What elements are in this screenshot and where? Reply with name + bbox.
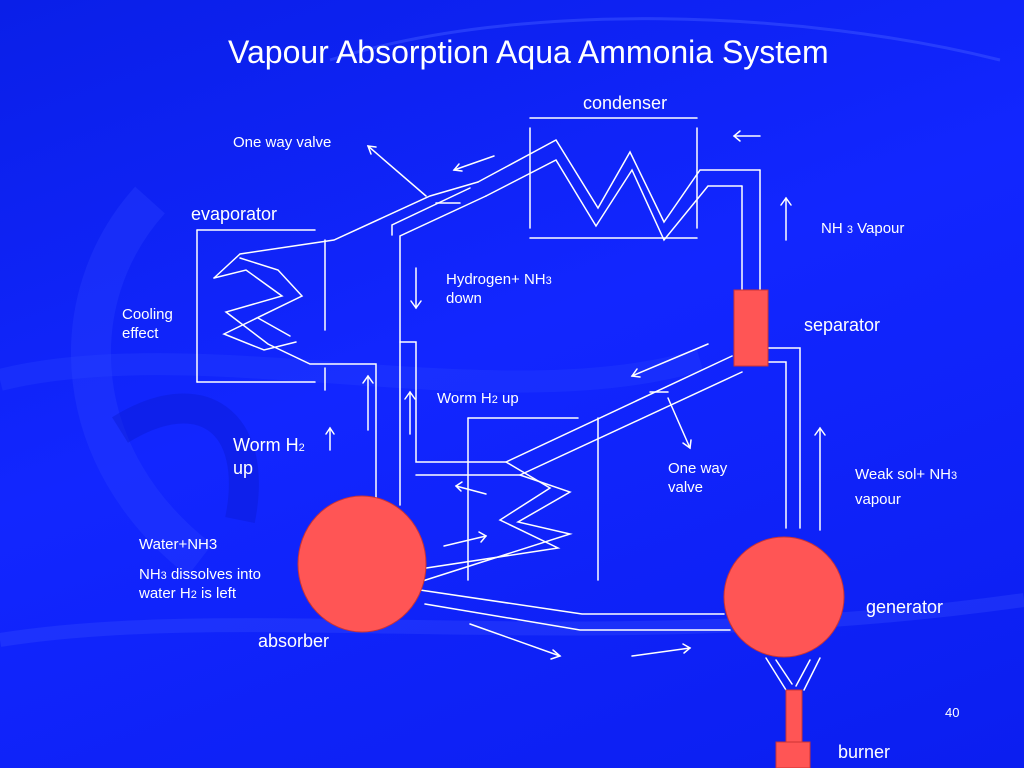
water-nh3-label: Water+NH3 — [139, 536, 218, 553]
generator-vessel — [723, 536, 845, 658]
page-number: 40 — [945, 705, 960, 720]
separator-label: separator — [804, 315, 881, 335]
slide-title: Vapour Absorption Aqua Ammonia System — [228, 34, 829, 70]
condenser-box — [529, 117, 698, 239]
burner-label: burner — [838, 742, 891, 762]
one-way-valve-label-top: One way valve — [233, 134, 332, 151]
absorber-label: absorber — [258, 631, 330, 651]
separator-vessel — [733, 289, 769, 367]
absorber-coil — [399, 461, 561, 573]
absorber-vessel — [297, 495, 427, 633]
cooling-effect-label: Cooling effect — [122, 306, 173, 342]
hydrogen-nh3-label: Hydrogen+ NH3 down — [446, 271, 552, 307]
evaporator-label: evaporator — [191, 204, 278, 224]
top-pipe — [213, 181, 479, 279]
generator-label: generator — [866, 597, 944, 617]
one-way-valve-label-mid: One way valve — [668, 460, 728, 496]
burner-stem — [785, 689, 803, 745]
worm-h2-up-mid-label: Worm H2 up — [437, 390, 519, 407]
weak-sol-label: Weak sol+ NH3 vapour — [855, 466, 958, 508]
nh3-vapour-label: NH 3 Vapour — [821, 220, 905, 237]
condenser-coil — [477, 139, 761, 224]
evaporator-box — [196, 229, 326, 391]
evaporator-coil — [213, 269, 377, 506]
condenser-label: condenser — [583, 93, 668, 113]
nh3-dissolves-label: NH3 dissolves into water H2 is left — [139, 566, 262, 602]
worm-h2-up-left-label: Worm H2 up — [233, 435, 305, 478]
flow-arrows — [325, 130, 826, 660]
absorber-box — [467, 417, 599, 581]
burner-base — [775, 741, 811, 768]
